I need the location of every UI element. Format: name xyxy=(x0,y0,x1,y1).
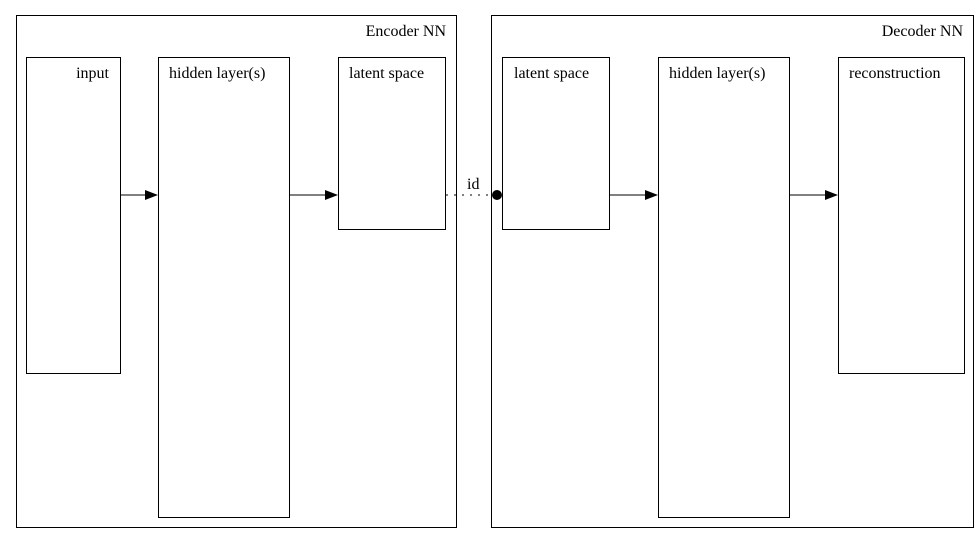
edge-latent-to-hidden xyxy=(610,190,658,200)
encoder-hidden-label: hidden layer(s) xyxy=(169,65,266,82)
input-node: input xyxy=(26,57,121,374)
encoder-latent-label: latent space xyxy=(349,65,425,82)
decoder-latent-node: latent space xyxy=(502,57,610,230)
encoder-title: Encoder NN xyxy=(365,23,446,40)
edge-input-to-hidden xyxy=(121,190,158,200)
decoder-hidden-label: hidden layer(s) xyxy=(669,65,766,82)
edge-hidden-to-reconstruction xyxy=(790,190,838,200)
reconstruction-label: reconstruction xyxy=(849,65,941,82)
decoder-hidden-node: hidden layer(s) xyxy=(658,57,790,518)
decoder-latent-label: latent space xyxy=(514,65,590,82)
input-node-label: input xyxy=(76,65,109,82)
edge-hidden-to-latent xyxy=(290,190,338,200)
edge-id-label: id xyxy=(467,176,480,193)
edge-id-connection xyxy=(446,190,502,200)
reconstruction-node: reconstruction xyxy=(838,57,965,374)
encoder-hidden-node: hidden layer(s) xyxy=(158,57,290,518)
encoder-latent-node: latent space xyxy=(338,57,446,230)
decoder-title: Decoder NN xyxy=(881,23,963,40)
